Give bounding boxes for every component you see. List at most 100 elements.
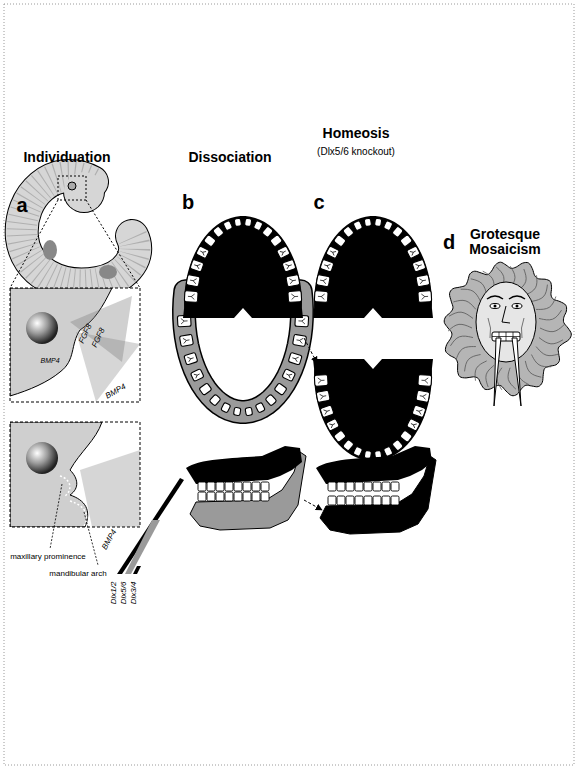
wrinkle [488,318,491,338]
tooth [244,218,251,226]
hair-strand [539,310,562,320]
hair-strand [450,336,473,346]
inset-ground [10,288,140,402]
embryo-head [64,172,104,212]
tooth [353,220,363,231]
panel-heading: Individuation [23,150,110,165]
tooth [328,482,336,491]
inset-ground [10,422,140,527]
molar-fissure [323,263,330,269]
molar-fissure [318,294,325,300]
tooth [262,226,274,238]
page-frame [4,4,574,765]
tooth [253,220,263,231]
tooth [326,246,340,259]
molar-fissure [285,372,292,378]
molar-fissure [410,249,417,255]
molar-fissure [421,294,428,300]
tusk [512,338,521,406]
hair-strand [486,365,494,387]
tooth [265,394,277,406]
tooth [400,234,413,247]
maxilla-side [316,446,432,484]
limb-bud [99,265,117,279]
tooth [196,246,210,259]
tooth [406,246,420,259]
gene-label: BMP4 [101,528,120,551]
tooth [261,492,269,501]
gene-label: Dlx1/2 [110,582,119,605]
tooth [326,418,340,431]
hair-strand [461,289,481,301]
tooth [288,291,302,303]
tooth [190,369,204,382]
tooth [243,492,251,501]
tooth [293,334,307,346]
tooth [355,482,363,491]
molar-fissure [298,318,305,324]
tooth [382,496,390,505]
tooth [364,482,372,491]
hair-strand [475,361,487,381]
inset-lower [10,422,140,527]
tooth [186,274,200,286]
tooth [212,226,224,238]
tooth [234,482,242,491]
tooth [209,394,221,406]
tooth [346,496,354,505]
tooth [416,274,430,286]
molar-fissure [291,294,298,300]
tooth [355,496,363,505]
panel-letter: a [16,194,27,216]
pupil [516,305,519,308]
tooth [333,430,346,443]
zoom-box [58,176,86,200]
molar-fissure [280,249,287,255]
molar-fissure [194,372,201,378]
inset-border [10,422,140,527]
tooth [255,402,265,413]
tooth [337,482,345,491]
inset-content [10,422,140,527]
upper-arch [313,216,433,318]
tooth [198,492,206,501]
tooth [276,246,290,259]
tooth [314,291,328,303]
gene-label: BMP4 [104,383,127,402]
tooth [328,496,336,505]
molar-fissure [421,377,428,383]
panel-letter: c [313,191,324,213]
tooth [243,482,251,491]
hair-strand [525,361,541,377]
brow [487,296,503,299]
hair-strand [536,296,556,309]
tooth [234,218,241,226]
tooth [400,430,413,443]
molar-fissure [329,422,336,428]
eye [490,304,500,309]
tooth [199,383,212,396]
wrinkle [521,318,524,338]
hair-strand [536,347,559,356]
tooth [320,259,334,272]
side-view-b [186,446,306,530]
tooth [418,291,432,303]
hair-strand [525,275,537,295]
brow [509,296,525,299]
nose [502,306,510,323]
tooth [364,218,371,226]
hair-strand [539,338,563,344]
panel-heading: Grotesque Mosaicism [455,227,555,258]
molar-fissure [419,278,426,284]
molar-fissure [320,393,327,399]
tooth [316,274,330,286]
part-label: mandibular arch [49,570,106,579]
molar-fissure [199,249,206,255]
leader-line [84,512,98,565]
molar-fissure [329,249,336,255]
hair-strand [465,355,481,372]
molar-fissure [318,377,325,383]
expression-bar [133,566,141,574]
